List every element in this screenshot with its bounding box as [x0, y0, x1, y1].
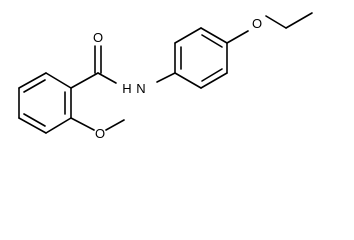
methoxy-oxygen-label: O: [95, 126, 105, 141]
bond-carbonyl-nitrogen: [97, 72, 117, 84]
bond-ring2-ethoxy-oxygen: [226, 30, 249, 44]
carbonyl-oxygen-label: O: [93, 30, 103, 45]
bond-ring2-f: [174, 72, 202, 89]
bond-ring2-b: [174, 27, 202, 44]
bond-ring1-b: [18, 72, 47, 89]
bond-ring2-c-inner: [201, 34, 223, 48]
amide-hydrogen-label: H: [122, 81, 131, 96]
ethoxy-oxygen-label: O: [252, 16, 262, 31]
bond-ethoxy-methylene: [265, 15, 287, 29]
bond-ring1-d-inner: [23, 113, 46, 127]
amide-nitrogen-label: N: [136, 81, 145, 96]
bond-ring1-e: [45, 117, 72, 134]
chemical-structure-diagram: O N H O O: [18, 12, 313, 141]
bond-ring2-e-inner: [201, 68, 223, 82]
bond-nitrogen-ring2: [156, 72, 176, 83]
bond-ring1-d: [18, 117, 47, 134]
bond-ring2-c: [200, 27, 228, 44]
bond-ring1-methoxy-oxygen: [70, 117, 95, 131]
atom-labels: O N H O O: [93, 16, 262, 141]
bonds: [18, 12, 313, 134]
bond-methoxy-methyl: [105, 119, 125, 131]
bond-ring1-a: [45, 72, 72, 89]
bond-ring1-b-inner: [23, 79, 46, 93]
bond-ethoxy-methyl: [285, 12, 313, 29]
bond-ring1-carbonyl: [70, 72, 99, 89]
bond-ring2-e: [200, 72, 228, 89]
